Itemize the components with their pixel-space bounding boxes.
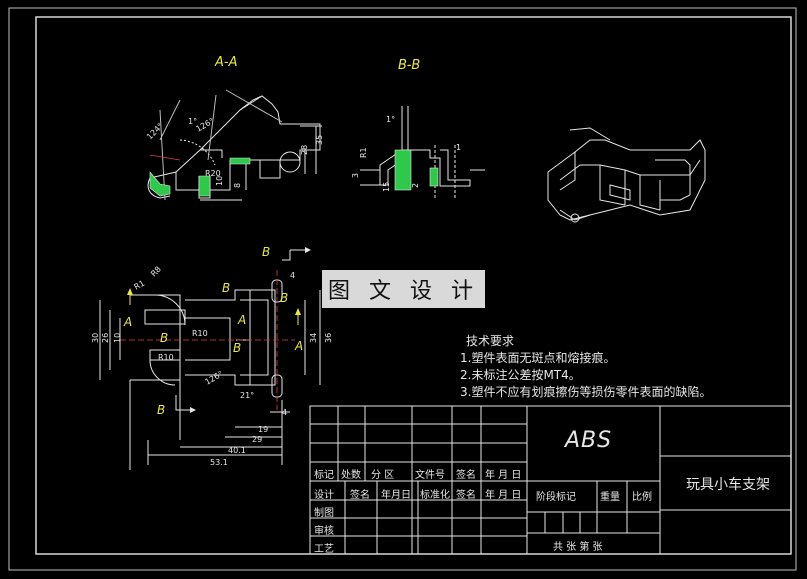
dim-4-bottom: 4 <box>282 408 287 417</box>
notes-heading: 技术要求 <box>466 334 515 348</box>
dim-30: 30 <box>91 333 100 343</box>
dim-53-1: 53.1 <box>210 458 228 467</box>
dim-126b: 126° <box>204 369 225 386</box>
dim-19: 19 <box>258 425 268 434</box>
notes-item-3: 3.塑件不应有划痕擦伤等损伤零件表面的缺陷。 <box>460 385 712 399</box>
section-bb-view: B-B R1 3 15 2 1 1° <box>351 58 485 200</box>
dim-r8: R8 <box>149 265 163 279</box>
marker-b-right-upper: B <box>280 291 288 305</box>
dim-r1: R1 <box>359 147 368 158</box>
tb-label-process: 工艺 <box>314 544 334 555</box>
tb-sheet-footer: 共 张 第 张 <box>553 542 603 553</box>
tb-label-review: 审核 <box>314 526 334 537</box>
tb-label-date2: 年 月 日 <box>485 490 522 501</box>
section-bb-title: B-B <box>398 58 420 73</box>
tb-label-design: 设计 <box>314 490 334 501</box>
dim-r10-b: R10 <box>158 353 174 362</box>
dim-21: 21° <box>240 391 254 400</box>
tb-label-standard: 标准化 <box>420 490 450 501</box>
title-block-grid <box>309 405 792 555</box>
tb-stage-label: 阶段标记 <box>536 492 576 503</box>
marker-b-left-upper: B <box>222 281 230 295</box>
isometric-view <box>547 127 706 223</box>
marker-b-top: B <box>262 245 270 259</box>
dim-1: 1 <box>456 143 461 152</box>
dim-34: 34 <box>309 333 318 343</box>
section-markers: B B B B B B A A A <box>123 245 303 417</box>
outer-frame <box>8 7 797 571</box>
dim-28: 28 <box>300 145 309 155</box>
marker-a-right: A <box>294 339 303 353</box>
tb-label-drawing: 制图 <box>314 508 334 519</box>
dim-26: 26 <box>101 333 110 343</box>
tb-material: ABS <box>565 428 613 453</box>
dim-3: 3 <box>351 173 360 178</box>
dim-a1: 1° <box>188 117 197 126</box>
tb-label-sign: 签名 <box>456 470 476 481</box>
dim-a126: 126° <box>195 116 216 133</box>
notes-item-1: 1.塑件表面无斑点和熔接痕。 <box>460 351 616 365</box>
section-aa-title: A-A <box>214 55 237 70</box>
section-aa-view: A-A 124° 126° 1° R20 10 8 35 28 <box>145 55 324 201</box>
dim-r1-front: R1 <box>133 279 147 292</box>
dim-40-1: 40.1 <box>228 446 246 455</box>
marker-a-mid: A <box>237 313 246 327</box>
marker-b-bottom: B <box>157 403 165 417</box>
tb-part-name: 玩具小车支架 <box>686 477 770 493</box>
marker-b-mid: B <box>233 341 241 355</box>
dim-8: 8 <box>233 183 242 188</box>
dim-10-left: 10 <box>113 333 122 343</box>
tb-weight-label: 重量 <box>600 492 620 503</box>
front-view: 53.1 40.1 29 19 4 4 36 34 30 26 10 R8 R1… <box>91 247 333 470</box>
tb-label-sign3: 签名 <box>456 490 476 501</box>
dim-35: 35 <box>315 135 324 145</box>
tb-label-count: 处数 <box>341 470 361 481</box>
dim-10: 10 <box>215 176 224 186</box>
tb-label-docno: 文件号 <box>415 470 445 481</box>
watermark-banner: 图 文 设 计 <box>322 270 485 308</box>
tb-label-sign2: 签名 <box>350 490 370 501</box>
dim-4-top: 4 <box>290 271 295 280</box>
tb-label-date: 年 月 日 <box>485 470 522 481</box>
tb-label-ymd: 年月日 <box>381 490 411 501</box>
dim-1deg: 1° <box>386 115 395 124</box>
notes-item-2: 2.未标注公差按MT4。 <box>460 368 581 382</box>
tb-label-mark: 标记 <box>314 470 334 481</box>
technical-notes: 技术要求 1.塑件表面无斑点和熔接痕。 2.未标注公差按MT4。 3.塑件不应有… <box>452 333 711 401</box>
tb-scale-label: 比例 <box>632 492 652 503</box>
dim-15: 15 <box>382 182 391 192</box>
tb-label-zone: 分 区 <box>371 470 395 481</box>
dim-r10: R10 <box>192 329 208 338</box>
dim-36: 36 <box>324 333 333 343</box>
dim-29: 29 <box>252 435 262 444</box>
dim-2: 2 <box>411 183 420 188</box>
marker-b-mid-left: B <box>160 331 168 345</box>
marker-a-left: A <box>123 315 132 329</box>
dim-r20: R20 <box>205 169 221 178</box>
